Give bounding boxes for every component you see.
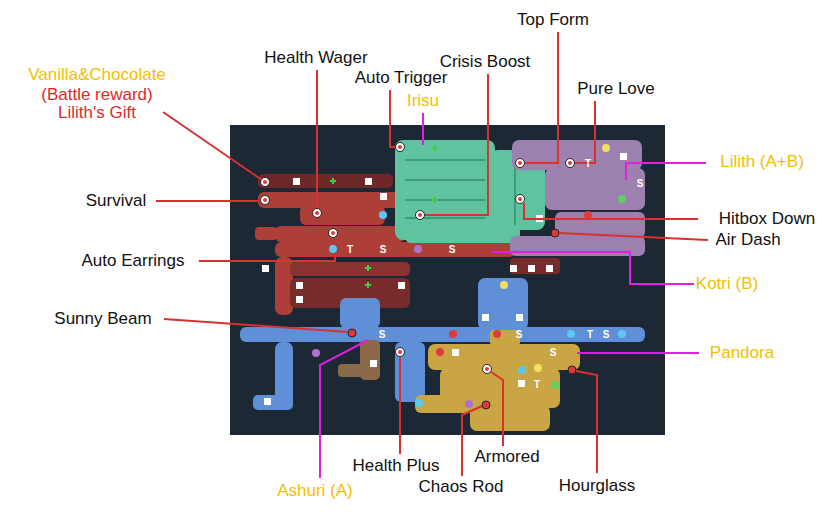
item-label: Crisis Boost bbox=[440, 53, 531, 72]
item-label: Pure Love bbox=[577, 80, 655, 99]
item-label: Chaos Rod bbox=[418, 478, 503, 497]
boss-label: Ashuri (A) bbox=[277, 482, 353, 501]
map-glyph: S bbox=[379, 329, 386, 340]
map-glyph: T bbox=[534, 379, 540, 390]
item-label: Sunny Beam bbox=[54, 310, 151, 329]
map-glyph: S bbox=[550, 347, 557, 358]
item-label: Armored bbox=[474, 448, 539, 467]
item-label: Hitbox Down bbox=[719, 210, 815, 229]
map-glyph: T bbox=[587, 329, 593, 340]
item-label: Top Form bbox=[517, 11, 589, 30]
map-glyph: T bbox=[347, 244, 353, 255]
map-glyph: S bbox=[449, 244, 456, 255]
item-label: Hourglass bbox=[559, 477, 636, 496]
note-label: (Battle reward) bbox=[41, 86, 152, 105]
item-label: Health Wager bbox=[264, 49, 367, 68]
item-label: Auto Trigger bbox=[355, 69, 448, 88]
boss-label: Vanilla&Chocolate bbox=[28, 66, 166, 85]
item-label: Survival bbox=[86, 192, 146, 211]
map-glyph: S bbox=[637, 178, 644, 189]
map-glyph: S bbox=[603, 329, 610, 340]
map-glyph: S bbox=[516, 329, 523, 340]
item-label: Air Dash bbox=[715, 231, 780, 250]
item-label: Lilith's Gift bbox=[58, 104, 136, 123]
map-glyph: S bbox=[380, 244, 387, 255]
boss-label: Kotri (B) bbox=[696, 275, 758, 294]
item-label: Auto Earrings bbox=[82, 252, 185, 271]
map-glyph: T bbox=[585, 158, 591, 169]
boss-label: Pandora bbox=[710, 344, 774, 363]
item-label: Health Plus bbox=[353, 457, 440, 476]
boss-label: Irisu bbox=[407, 92, 439, 111]
boss-label: Lilith (A+B) bbox=[720, 153, 804, 172]
